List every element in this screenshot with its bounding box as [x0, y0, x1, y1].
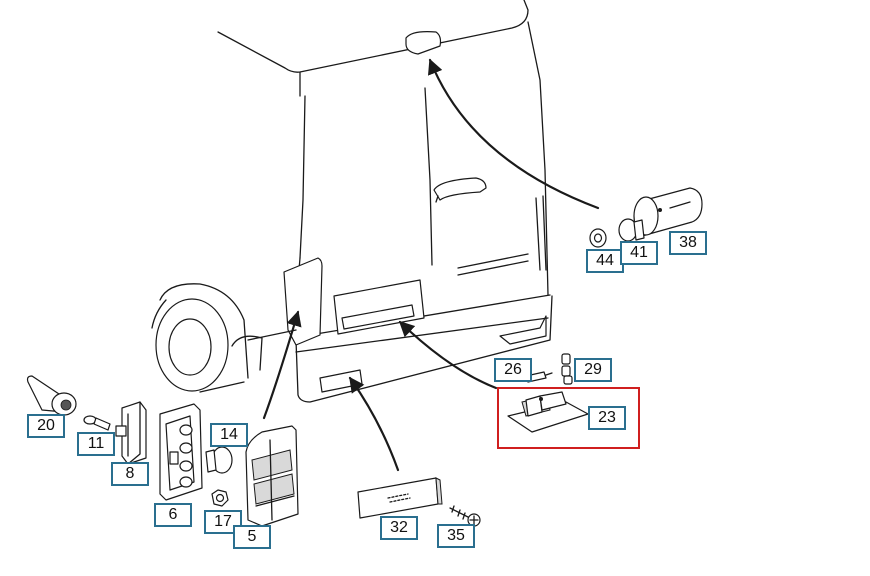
callout-35[interactable]: 35: [437, 524, 475, 548]
part-20-rubber-boot: [26, 375, 77, 416]
roof-marker-lamp: [405, 31, 442, 55]
part-6-bulb-holder: [159, 403, 203, 501]
arrow-to-reflector-recess: [348, 376, 400, 472]
part-8-connector: [115, 401, 147, 465]
callout-14[interactable]: 14: [210, 423, 248, 447]
callout-11[interactable]: 11: [77, 432, 115, 456]
highlight-box-part-23: [497, 387, 640, 449]
part-14-bulb: [205, 446, 233, 474]
van-body: [151, 0, 553, 403]
part-29-clips: [561, 353, 573, 385]
callout-41[interactable]: 41: [620, 241, 658, 265]
arrow-to-roof-lamp: [428, 58, 600, 210]
callout-29[interactable]: 29: [574, 358, 612, 382]
callout-6[interactable]: 6: [154, 503, 192, 527]
arrow-to-tail-lamp-housing: [262, 310, 302, 420]
part-44-nut: [589, 228, 607, 248]
part-5-tail-lamp-lens: [245, 425, 299, 527]
part-11-bulb: [83, 415, 111, 431]
callout-23[interactable]: 23: [588, 406, 626, 430]
part-41-bulb: [618, 218, 645, 242]
callout-26[interactable]: 26: [494, 358, 532, 382]
part-17-nut: [211, 489, 229, 507]
callout-8[interactable]: 8: [111, 462, 149, 486]
callout-44[interactable]: 44: [586, 249, 624, 273]
callout-5[interactable]: 5: [233, 525, 271, 549]
callout-38[interactable]: 38: [669, 231, 707, 255]
part-38-marker-lamp: [633, 187, 703, 237]
part-32-reflector: [357, 477, 443, 519]
arrow-to-license-recess: [398, 320, 498, 390]
part-35-screw: [449, 505, 481, 527]
callout-32[interactable]: 32: [380, 516, 418, 540]
callout-20[interactable]: 20: [27, 414, 65, 438]
